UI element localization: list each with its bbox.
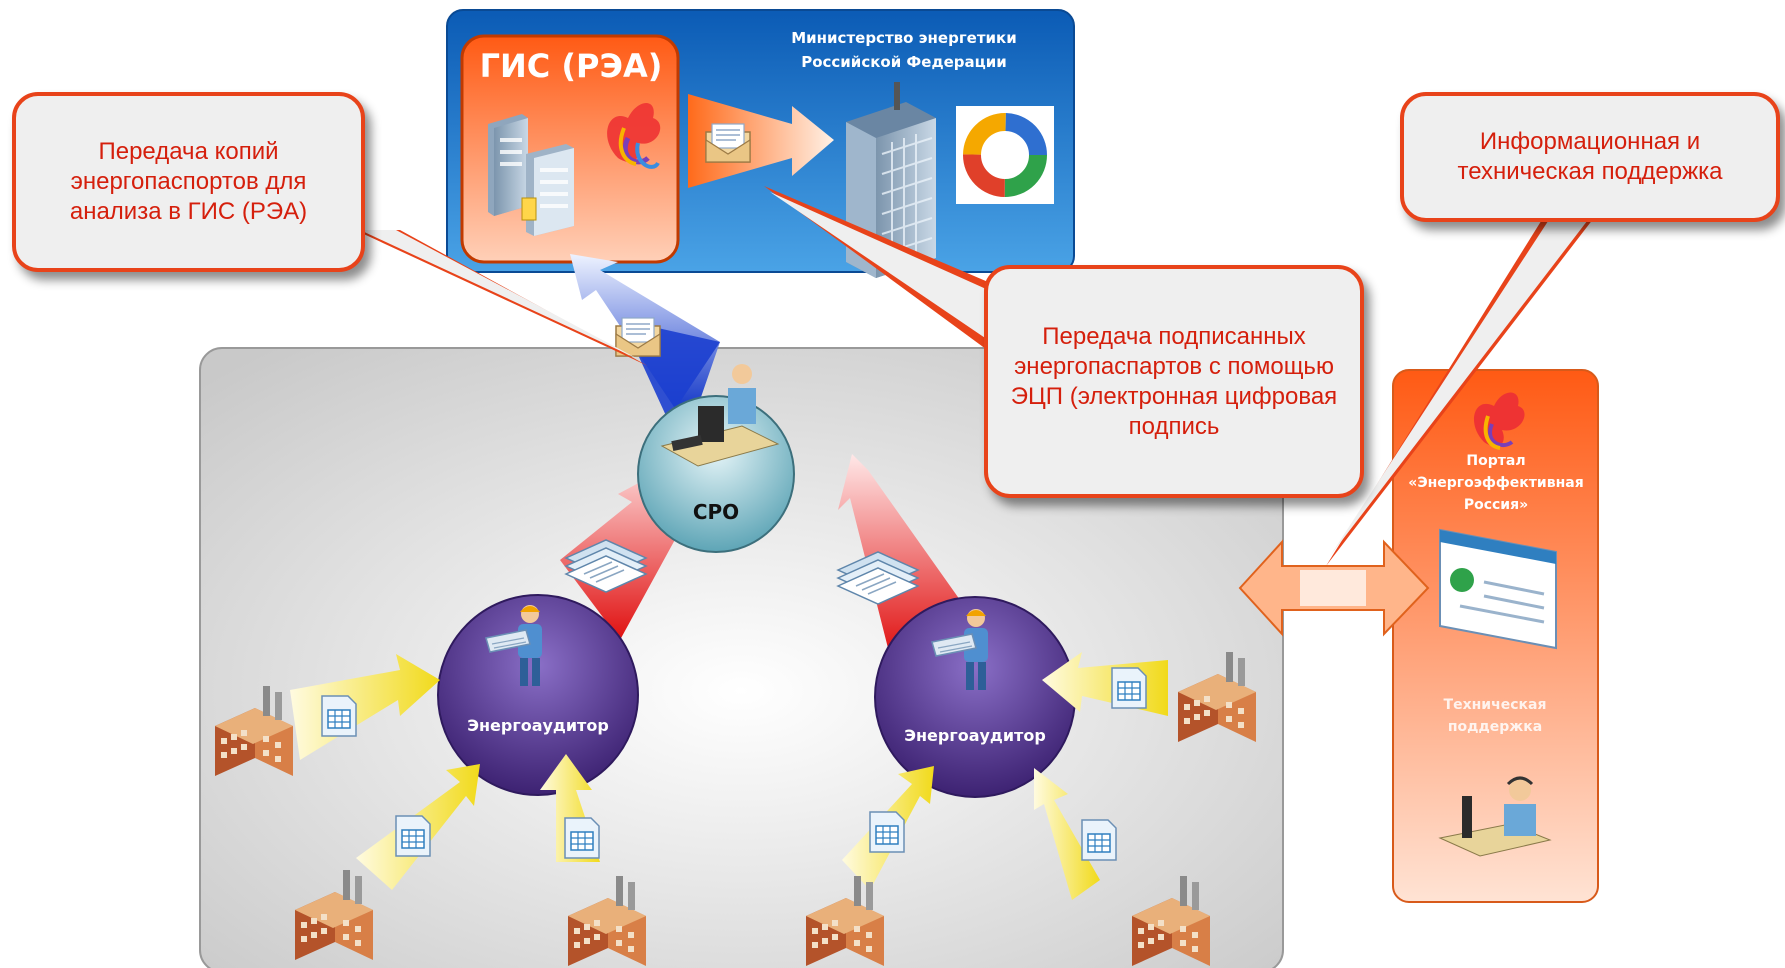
envelope-icon <box>705 123 751 163</box>
ring-logo-icon <box>956 106 1054 204</box>
portal-title: Портал «Энергоэффективная Россия» <box>1408 453 1584 513</box>
bird-logo-icon <box>1473 392 1525 450</box>
spreadsheet-icon <box>1111 667 1147 709</box>
callout-right-pointer <box>1326 210 1600 566</box>
support-label: Техническая поддержка <box>1443 697 1547 735</box>
envelope-icon <box>615 317 661 357</box>
auditor-left-label: Энергоаудитор <box>467 716 609 735</box>
spreadsheet-icon <box>395 815 431 857</box>
bird-logo-icon <box>607 103 661 169</box>
spreadsheet-icon <box>564 817 600 859</box>
auditor-right-to-sro-arrow <box>838 454 960 656</box>
callout-signed-passports: Передача подписанных энергопаспартов с п… <box>984 265 1364 498</box>
factory-to-auditor-arrow <box>1034 768 1100 900</box>
gis-title: ГИС (РЭА) <box>479 47 663 85</box>
sro-label: СРО <box>692 500 740 524</box>
callout-support: Информационная и техническая поддержка <box>1400 92 1780 222</box>
spreadsheet-icon <box>1081 819 1117 861</box>
auditor-right-node <box>874 596 1076 798</box>
operator-icon <box>660 364 780 467</box>
callout-copies-to-gis: Передача копий энергопаспортов для анали… <box>12 92 365 272</box>
spreadsheet-icon <box>321 695 357 737</box>
browser-icon <box>1439 528 1557 650</box>
callout-left-pointer <box>355 230 648 366</box>
auditor-right-label: Энергоаудитор <box>904 726 1046 745</box>
server-icon <box>488 114 574 236</box>
spreadsheet-icon <box>869 811 905 853</box>
main-area <box>199 347 1284 968</box>
support-agent-icon <box>1438 776 1552 857</box>
gis-to-ministry-arrow <box>688 94 834 188</box>
ministry-title: Министерство энергетики Российской Федер… <box>791 29 1017 71</box>
